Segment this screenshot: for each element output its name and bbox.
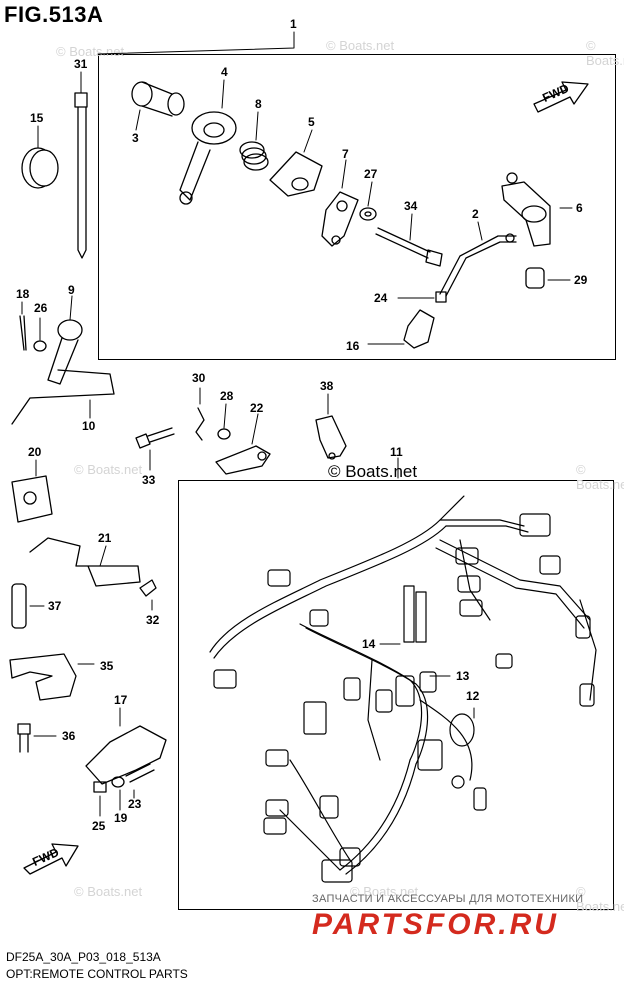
wiring-harness-frame [178,480,614,910]
stud-23 [125,763,155,799]
callout-27: 27 [364,167,378,181]
callout-20: 20 [28,445,42,459]
callout-31: 31 [74,57,88,71]
copyright-label: © Boats.net [328,462,418,481]
callout-19: 19 [114,811,128,825]
arm-7 [321,159,359,247]
diagram-code: DF25A_30A_P03_018_513A [6,950,161,964]
callout-7: 7 [342,147,349,161]
lever-4 [179,79,237,205]
callout-17: 17 [114,693,128,707]
bracket-17 [85,707,167,785]
plate-35 [9,653,95,701]
clip-30 [195,387,205,441]
callout-15: 15 [30,111,44,125]
bolt-36 [17,723,57,753]
bracket-9 [47,295,83,385]
washer-19 [111,776,125,811]
washer-28 [217,403,231,440]
clamp-38 [315,393,347,460]
watermark: © Boats.net [350,884,419,899]
callout-30: 30 [192,371,206,385]
cable-tie-31 [74,71,88,259]
callout-13: 13 [456,669,470,683]
watermark: © Boats.net [74,462,143,477]
callout-3: 3 [132,131,139,145]
callout-33: 33 [142,473,156,487]
callout-36: 36 [62,729,76,743]
spacer-37 [11,583,45,629]
callout-12: 12 [466,689,480,703]
callout-11: 11 [390,445,403,459]
arm-22 [215,413,271,475]
callout-1: 1 [290,17,297,31]
callout-21: 21 [98,531,112,545]
watermark: © Boats.net [326,38,395,53]
fwd-arrow-icon [23,843,79,875]
bolt-33 [135,427,175,471]
callout-38: 38 [320,379,334,393]
rod-10 [11,369,115,425]
watermark: © Boats.net [576,884,624,914]
bolt-32 [139,579,157,611]
damper-20 [11,459,53,523]
callout-25: 25 [92,819,106,833]
lever-6 [501,172,573,247]
cam-5 [269,129,323,197]
fwd-arrow-icon [533,81,589,113]
watermark: © Boats.net [74,884,143,899]
figure-title: FIG.513A [4,2,104,27]
watermark: © Boats.net [576,462,624,492]
rod-2 [439,221,517,297]
callout-16: 16 [346,339,360,353]
callout-32: 32 [146,613,160,627]
nut-24 [397,291,447,303]
promo-brand: PARTSFOR.RU [312,908,559,941]
callout-28: 28 [220,389,234,403]
promo-tagline: ЗАПЧАСТИ И АКСЕССУАРЫ ДЛЯ МОТОТЕХНИКИ [312,893,584,905]
callout-35: 35 [100,659,114,673]
sleeve-3 [131,81,185,131]
diagram-caption: OPT:REMOTE CONTROL PARTS [6,967,188,981]
pin-18 [19,301,27,351]
callout-37: 37 [48,599,62,613]
wiring-harness-11 [209,495,597,883]
grommet-15 [21,125,59,189]
callout-24: 24 [374,291,388,305]
watermark: © Boats.net [56,44,125,59]
callout-4: 4 [221,65,228,79]
callout-18: 18 [16,287,30,301]
spring-8 [239,111,269,171]
callout-26: 26 [34,301,48,315]
callout-9: 9 [68,283,75,297]
callout-23: 23 [128,797,142,811]
upper-assembly-frame [98,54,616,360]
callout-22: 22 [250,401,264,415]
callout-2: 2 [472,207,479,221]
callout-8: 8 [255,97,262,111]
callout-5: 5 [308,115,315,129]
callout-6: 6 [576,201,583,215]
callout-34: 34 [404,199,418,213]
washer-26 [33,317,47,352]
callout-14: 14 [362,637,376,651]
callout-10: 10 [82,419,96,433]
joint-16 [367,309,435,349]
bracket-21 [29,537,141,587]
collar-29 [525,267,571,289]
washer-27 [359,181,377,221]
watermark: © Boats.net [586,38,624,68]
callout-29: 29 [574,273,588,287]
nut-25 [93,781,107,817]
bolt-34 [375,213,443,267]
